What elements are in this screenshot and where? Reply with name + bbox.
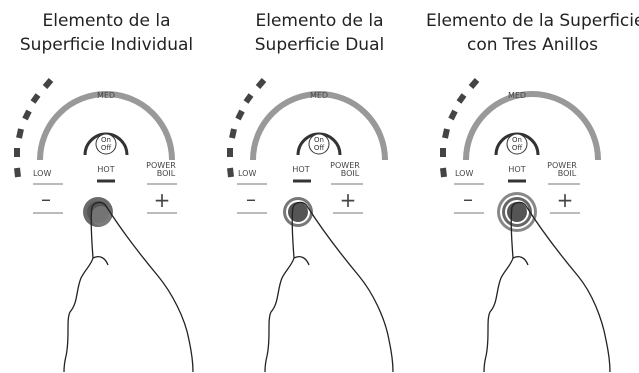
on-label: On [101,136,111,144]
off-label: Off [512,144,523,152]
hand-pointer-icon [264,201,394,373]
boil-label: BOIL [157,169,176,178]
panel-title: Elemento de la Superficie Individual [0,9,213,57]
hand-pointer-icon [63,201,194,373]
low-level-dashes [227,78,267,178]
element-touch-pad[interactable] [83,197,113,227]
minus-button[interactable]: – [41,187,51,211]
panel-title: Elemento de la Superficie con Tres Anill… [426,9,639,57]
title-line-1: Elemento de la Superficie [426,11,639,31]
minus-button[interactable]: – [463,187,473,211]
control-diagram: MED On Off LOW HOT POWER BOIL – + [440,78,611,373]
element-touch-pad[interactable] [497,192,537,232]
title-line-2: Superficie Individual [19,35,194,55]
power-level-arc [37,91,175,161]
control-diagram: MED On Off LOW HOT POWER BOIL – + [14,78,194,373]
on-off-button[interactable]: On Off [494,132,540,156]
panel-triple-ring-element: Elemento de la Superficie con Tres Anill… [426,0,639,373]
control-diagram: MED On Off LOW HOT POWER BOIL – + [227,78,394,373]
med-label: MED [310,91,328,100]
hot-label: HOT [292,165,309,174]
power-level-arc [463,91,601,161]
panel-single-element: Elemento de la Superficie Individual MED… [0,0,213,373]
panel-dual-element: Elemento de la Superficie Dual MED On Of… [213,0,426,373]
plus-button[interactable]: + [154,188,171,212]
off-label: Off [314,144,325,152]
low-level-dashes [440,78,480,178]
on-label: On [512,136,522,144]
plus-button[interactable]: + [557,188,574,212]
low-label: LOW [455,169,473,178]
power-level-arc [250,91,388,161]
boil-label: BOIL [341,169,360,178]
low-label: LOW [33,169,51,178]
plus-button[interactable]: + [340,188,357,212]
minus-button[interactable]: – [246,187,256,211]
title-line-1: Elemento de la [42,11,171,31]
element-touch-pad[interactable] [283,197,313,227]
panel-title: Elemento de la Superficie Dual [213,9,426,57]
low-label: LOW [238,169,256,178]
hot-label: HOT [97,165,114,174]
power-label: POWER [146,161,176,170]
med-label: MED [508,91,526,100]
on-off-button[interactable]: On Off [83,132,129,156]
on-label: On [314,136,324,144]
boil-label: BOIL [558,169,577,178]
title-line-1: Elemento de la [255,11,384,31]
title-line-2: con Tres Anillos [467,35,598,55]
power-label: POWER [330,161,360,170]
title-line-2: Superficie Dual [254,35,385,55]
med-label: MED [97,91,115,100]
low-level-dashes [14,78,54,178]
on-off-button[interactable]: On Off [296,132,342,156]
hand-pointer-icon [483,201,611,373]
hot-label: HOT [508,165,525,174]
power-label: POWER [547,161,577,170]
off-label: Off [101,144,112,152]
